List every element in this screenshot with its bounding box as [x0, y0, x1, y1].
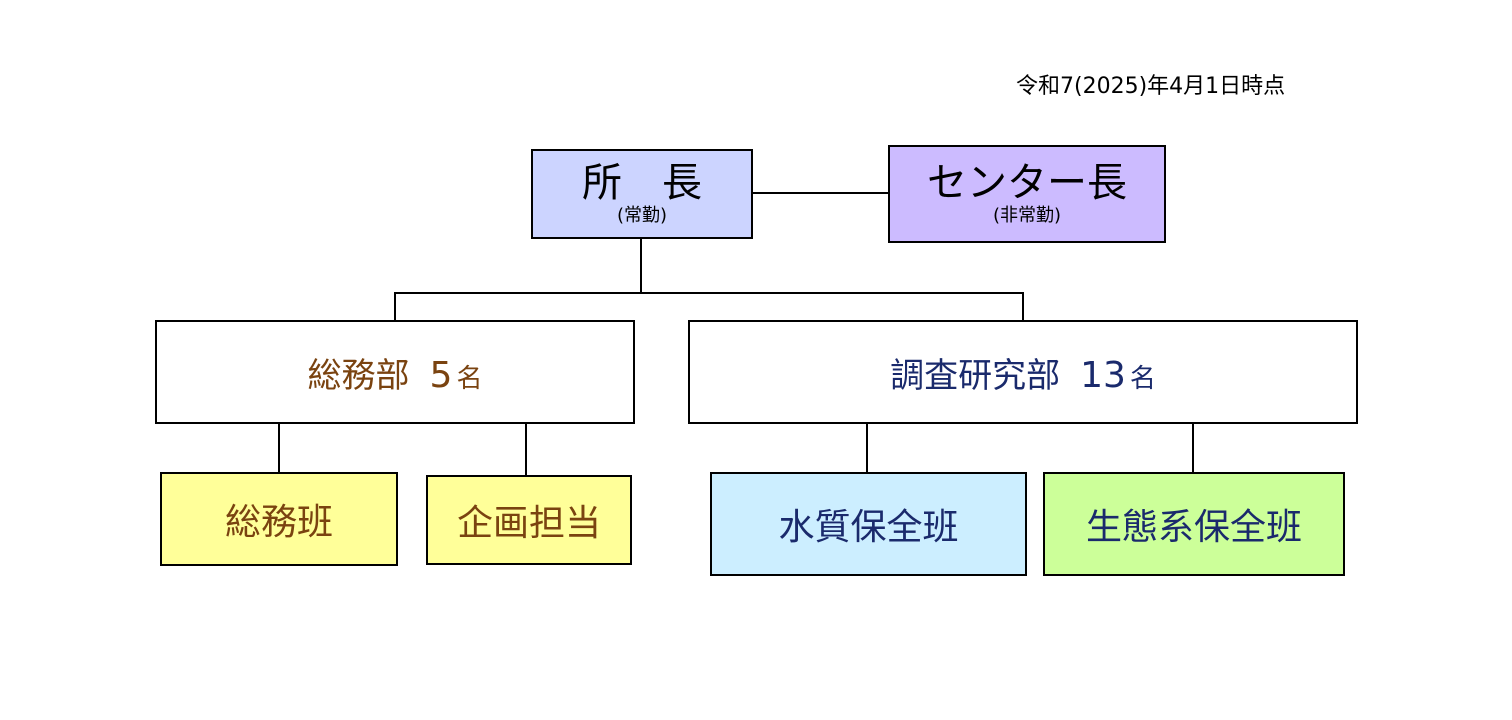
center-head-note: (非常勤): [992, 205, 1062, 226]
general-affairs-dept-name: 総務部: [307, 355, 410, 396]
center-head-box: センター長 (非常勤): [888, 145, 1166, 243]
director-note: (常勤): [616, 205, 668, 226]
as-of-date: 令和7(2025)年4月1日時点: [1016, 74, 1286, 99]
planning-drop: [525, 424, 527, 476]
center-head-title: センター長: [927, 160, 1127, 206]
general-section-drop: [278, 424, 280, 473]
planning-label: 企画担当: [456, 503, 601, 544]
ecosystem-section-label: 生態系保全班: [1085, 507, 1302, 548]
general-section-label: 総務班: [224, 502, 333, 543]
research-dept-drop: [1022, 292, 1024, 321]
ecosystem-section-box: 生態系保全班: [1043, 472, 1345, 576]
director-center-connector: [753, 192, 889, 194]
director-down-connector: [640, 239, 642, 294]
water-quality-drop: [866, 424, 868, 473]
general-dept-drop: [394, 292, 396, 321]
general-affairs-staff-count: 5: [429, 354, 453, 396]
research-staff-count: 13: [1080, 354, 1126, 396]
ecosystem-drop: [1192, 424, 1194, 473]
general-affairs-staff-unit: 名: [456, 363, 483, 394]
planning-box: 企画担当: [426, 475, 632, 565]
water-quality-section-label: 水質保全班: [778, 507, 959, 548]
director-title: 所 長: [582, 160, 702, 206]
research-dept-name: 調査研究部: [890, 355, 1061, 396]
research-staff-unit: 名: [1129, 363, 1156, 394]
director-box: 所 長 (常勤): [531, 149, 753, 239]
water-quality-section-box: 水質保全班: [710, 472, 1027, 576]
general-section-box: 総務班: [160, 472, 398, 566]
department-horizontal-connector: [394, 292, 1024, 294]
